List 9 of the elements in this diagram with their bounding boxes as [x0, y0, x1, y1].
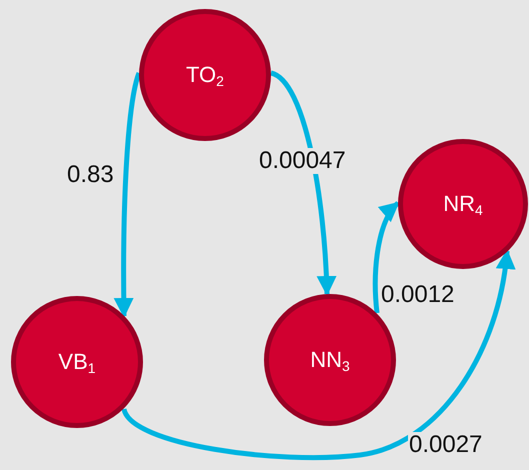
- edge-label: 0.00047: [258, 148, 347, 174]
- state-label: NN$_{3}$: [310, 347, 350, 373]
- arrow: [122, 249, 515, 460]
- arrow: [372, 201, 400, 314]
- arrow: [270, 70, 336, 296]
- state-label: NR$_{4}$: [443, 191, 483, 217]
- state-label: TO$_{2}$: [186, 62, 224, 88]
- state-label: VB$_{1}$: [58, 349, 96, 375]
- arrow: [114, 72, 142, 318]
